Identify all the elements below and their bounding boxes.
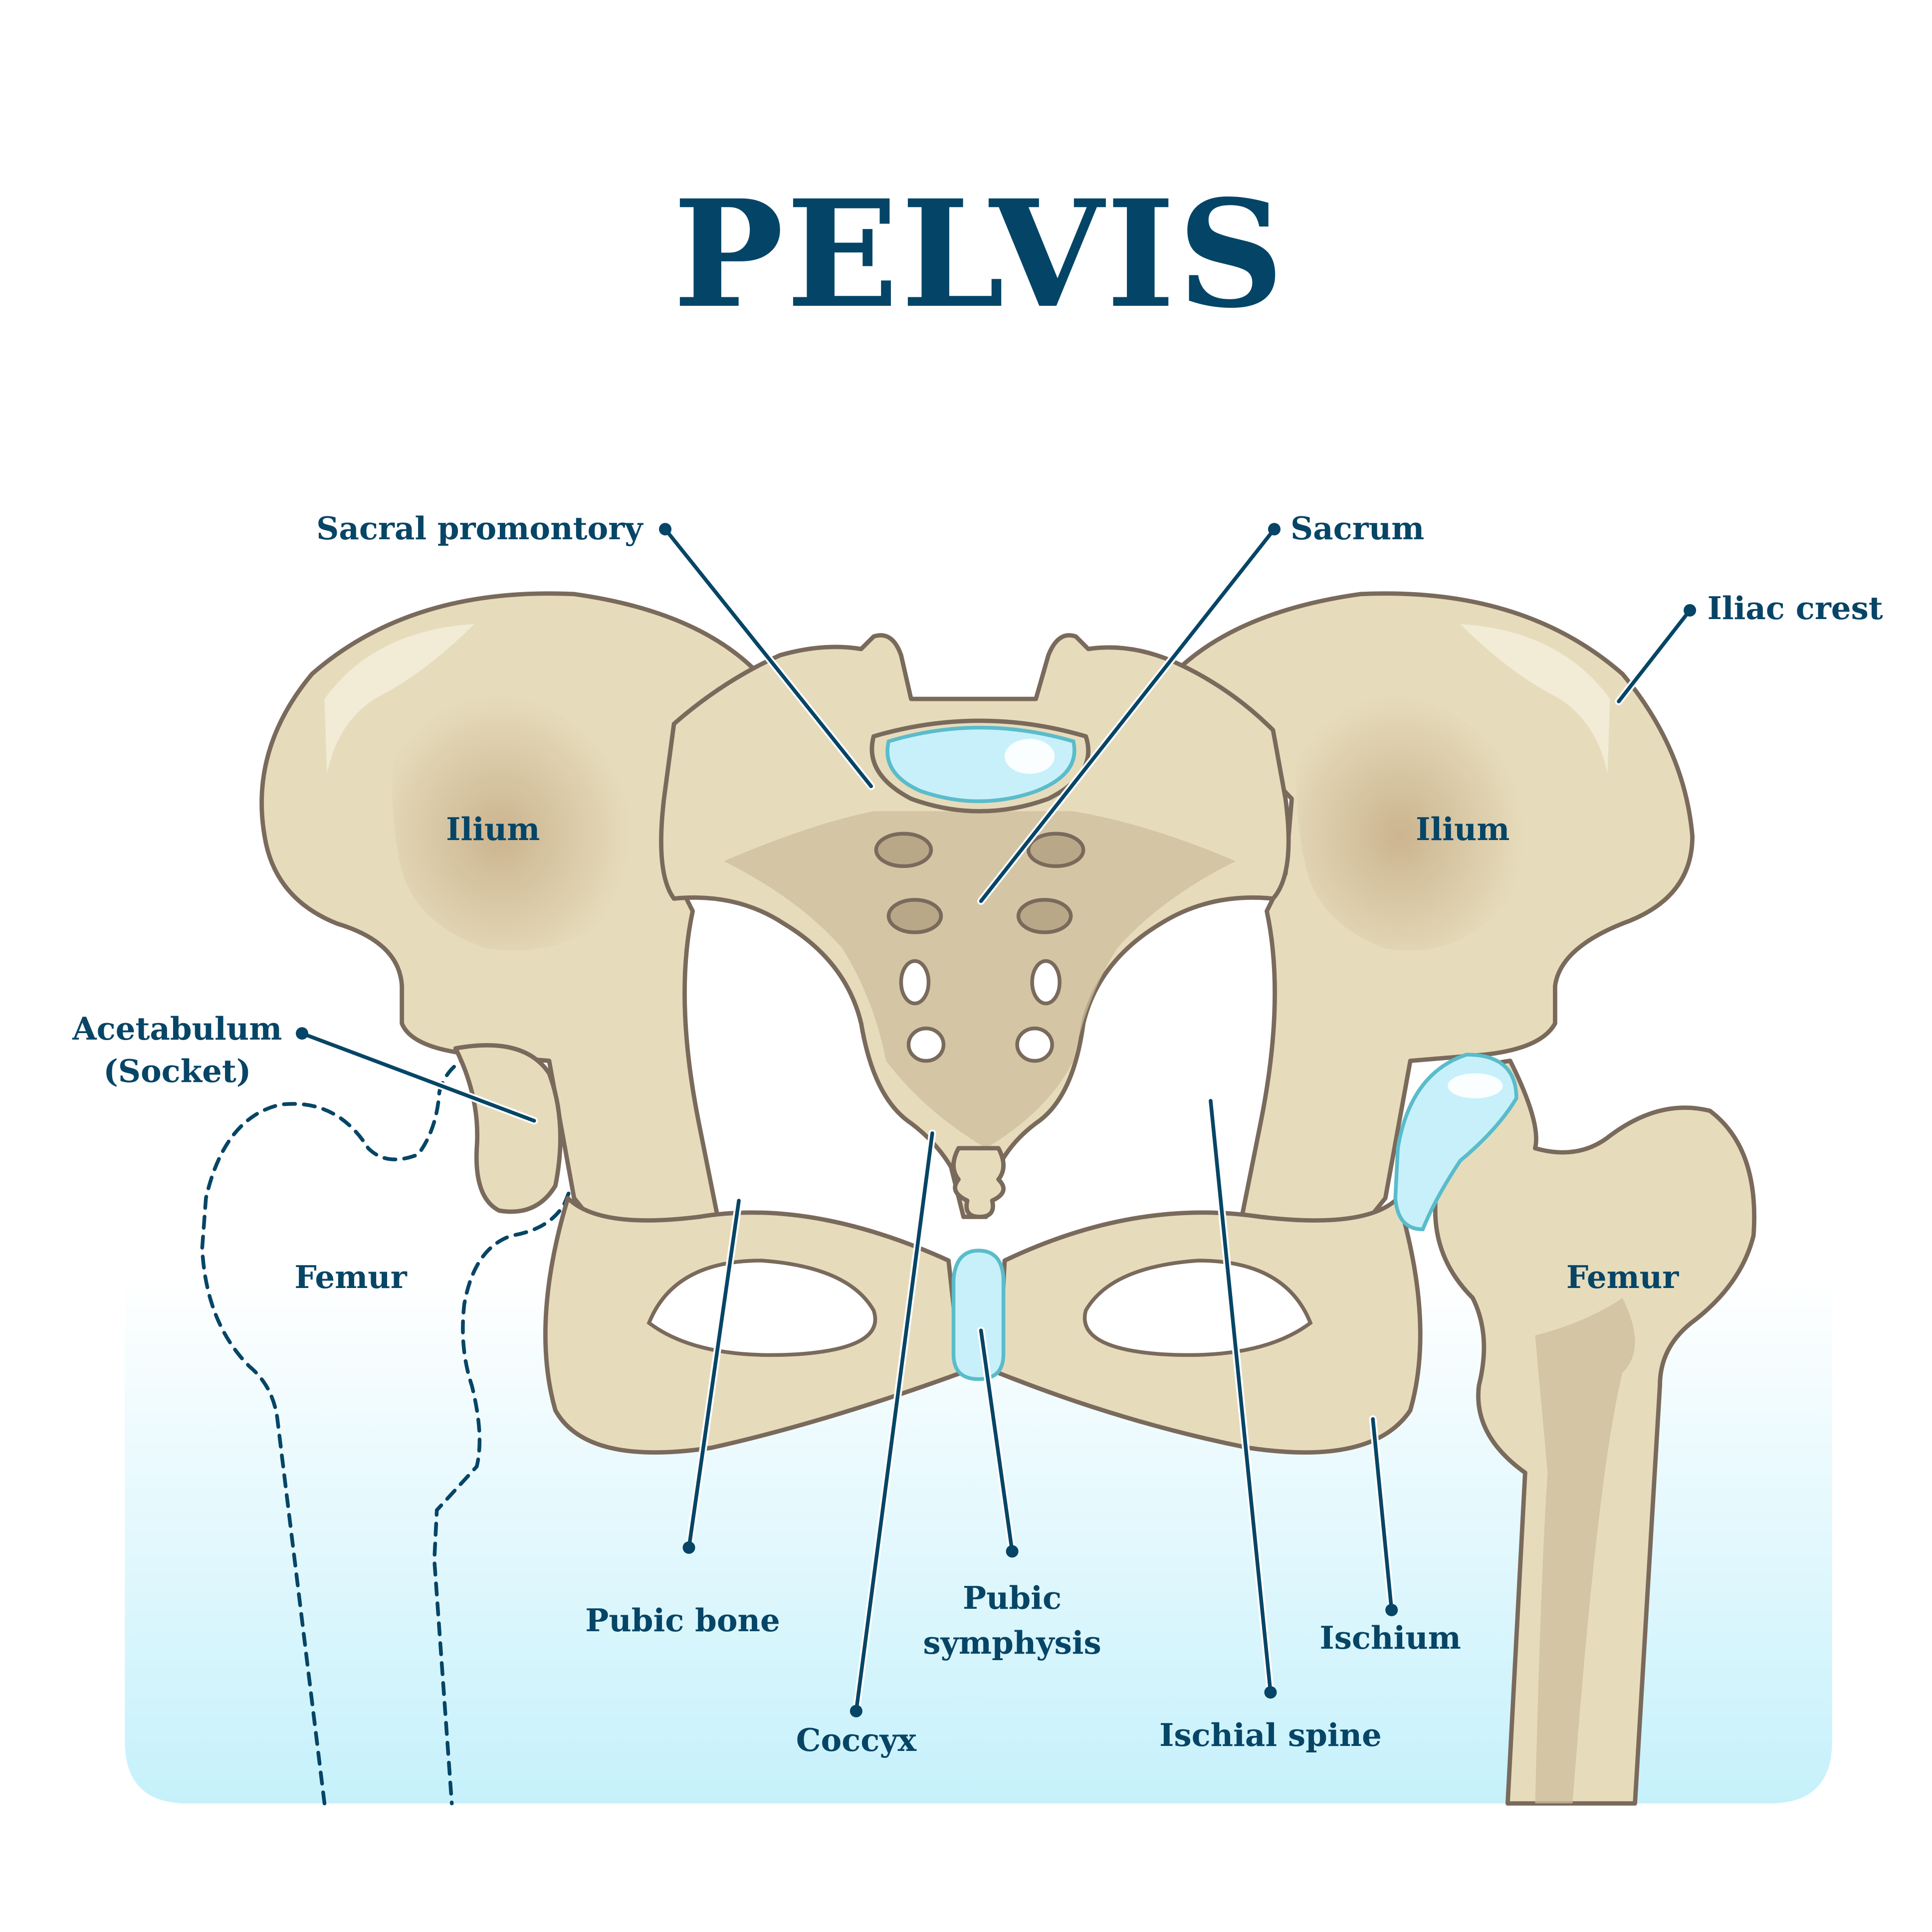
- pubic-ring-right: [996, 1196, 1423, 1455]
- leader-sacral-promontory: [659, 523, 875, 790]
- leader-pubic-bone: [682, 1197, 743, 1554]
- label-acetabulum: Acetabulum: [72, 1010, 282, 1047]
- label-femur-right: Femur: [1566, 1259, 1679, 1295]
- femur-left-outline: [200, 1046, 582, 1806]
- pubic-ring-left: [543, 1196, 963, 1455]
- leader-iliac-crest: [1615, 604, 1697, 705]
- leader-coccyx: [850, 1129, 936, 1717]
- femur-right: [1393, 1053, 1756, 1806]
- leader-ischium: [1369, 1415, 1398, 1617]
- label-pubic-symphysis-line1: Pubic: [963, 1579, 1062, 1616]
- label-ischial-spine: Ischial spine: [1159, 1717, 1382, 1753]
- intervertebral-disc: [869, 718, 1091, 814]
- label-sacrum: Sacrum: [1290, 510, 1424, 547]
- acetabulum-left: [453, 1043, 563, 1214]
- label-ischium: Ischium: [1319, 1619, 1461, 1656]
- label-pubic-bone: Pubic bone: [585, 1602, 780, 1639]
- label-acetabulum-socket: (Socket): [103, 1053, 251, 1089]
- label-coccyx: Coccyx: [796, 1721, 917, 1758]
- label-ilium-left: Ilium: [446, 811, 540, 848]
- leader-acetabulum: [295, 1027, 538, 1125]
- leader-pubic-symphysis: [977, 1326, 1019, 1558]
- ilium-left: [259, 591, 761, 1232]
- label-iliac-crest: Iliac crest: [1708, 590, 1883, 627]
- pubic-symphysis: [951, 1249, 1006, 1381]
- leader-ischial-spine: [1207, 1097, 1277, 1699]
- label-femur-left: Femur: [294, 1259, 407, 1295]
- label-pubic-symphysis-line2: symphysis: [923, 1624, 1101, 1661]
- page-title: PELVIS: [673, 168, 1287, 341]
- leader-sacrum: [977, 523, 1281, 905]
- ilium-right: [1171, 591, 1695, 1232]
- sacrum: [659, 633, 1291, 1219]
- label-sacral-promontory: Sacral promontory: [316, 510, 644, 547]
- coccyx: [951, 1146, 1006, 1219]
- label-ilium-right: Ilium: [1416, 811, 1509, 848]
